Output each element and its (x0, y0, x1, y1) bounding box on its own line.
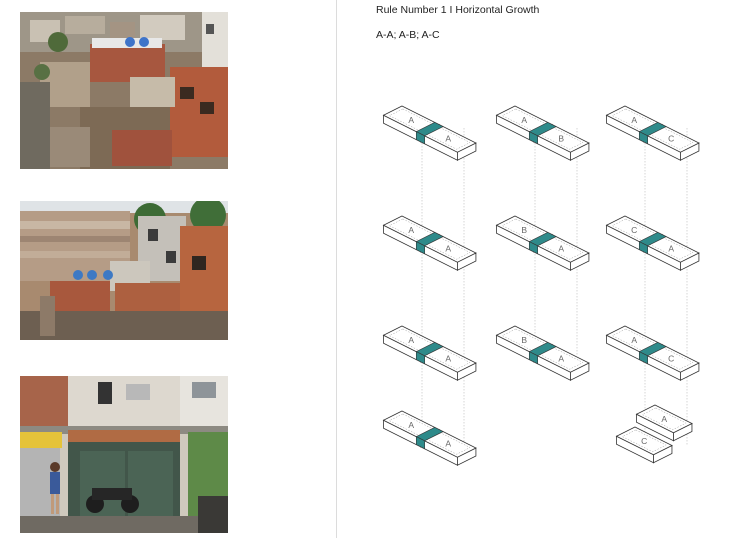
module-label: A (631, 115, 637, 125)
module-m2: AA (382, 215, 477, 271)
module-label: A (445, 353, 451, 363)
module-label: B (521, 335, 527, 345)
module-label: A (521, 115, 527, 125)
module-label: C (641, 436, 647, 446)
module-right-block (635, 404, 693, 434)
module-label: A (408, 335, 414, 345)
street-shopfront-photo (20, 376, 228, 533)
module-left-block (615, 426, 673, 456)
module-label: A (558, 353, 564, 363)
module-label: A (408, 115, 414, 125)
favela-hillside-photo (20, 201, 228, 340)
module-m11: CA (615, 404, 693, 464)
module-label: C (668, 353, 674, 363)
module-label: B (521, 225, 527, 235)
module-m10: AC (605, 325, 700, 381)
module-m9: CA (605, 215, 700, 271)
module-label: A (668, 243, 674, 253)
module-m7: BA (495, 325, 590, 381)
module-label: A (445, 243, 451, 253)
module-m6: BA (495, 215, 590, 271)
page-title: Rule Number 1 I Horizontal Growth (376, 4, 540, 16)
module-label: C (631, 225, 637, 235)
page-subtitle: A-A; A-B; A-C (376, 29, 440, 41)
module-m5: AB (495, 105, 590, 161)
module-m8: AC (605, 105, 700, 161)
module-label: A (661, 414, 667, 424)
module-label: B (558, 133, 564, 143)
module-label: A (445, 133, 451, 143)
page-divider (336, 0, 337, 538)
module-label: C (668, 133, 674, 143)
module-label: A (408, 225, 414, 235)
module-label: A (631, 335, 637, 345)
favela-rooftops-photo (20, 12, 228, 169)
module-m4: AA (382, 410, 477, 466)
module-label: A (558, 243, 564, 253)
module-m3: AA (382, 325, 477, 381)
module-label: A (408, 420, 414, 430)
module-label: A (445, 438, 451, 448)
module-m1: AA (382, 105, 477, 161)
